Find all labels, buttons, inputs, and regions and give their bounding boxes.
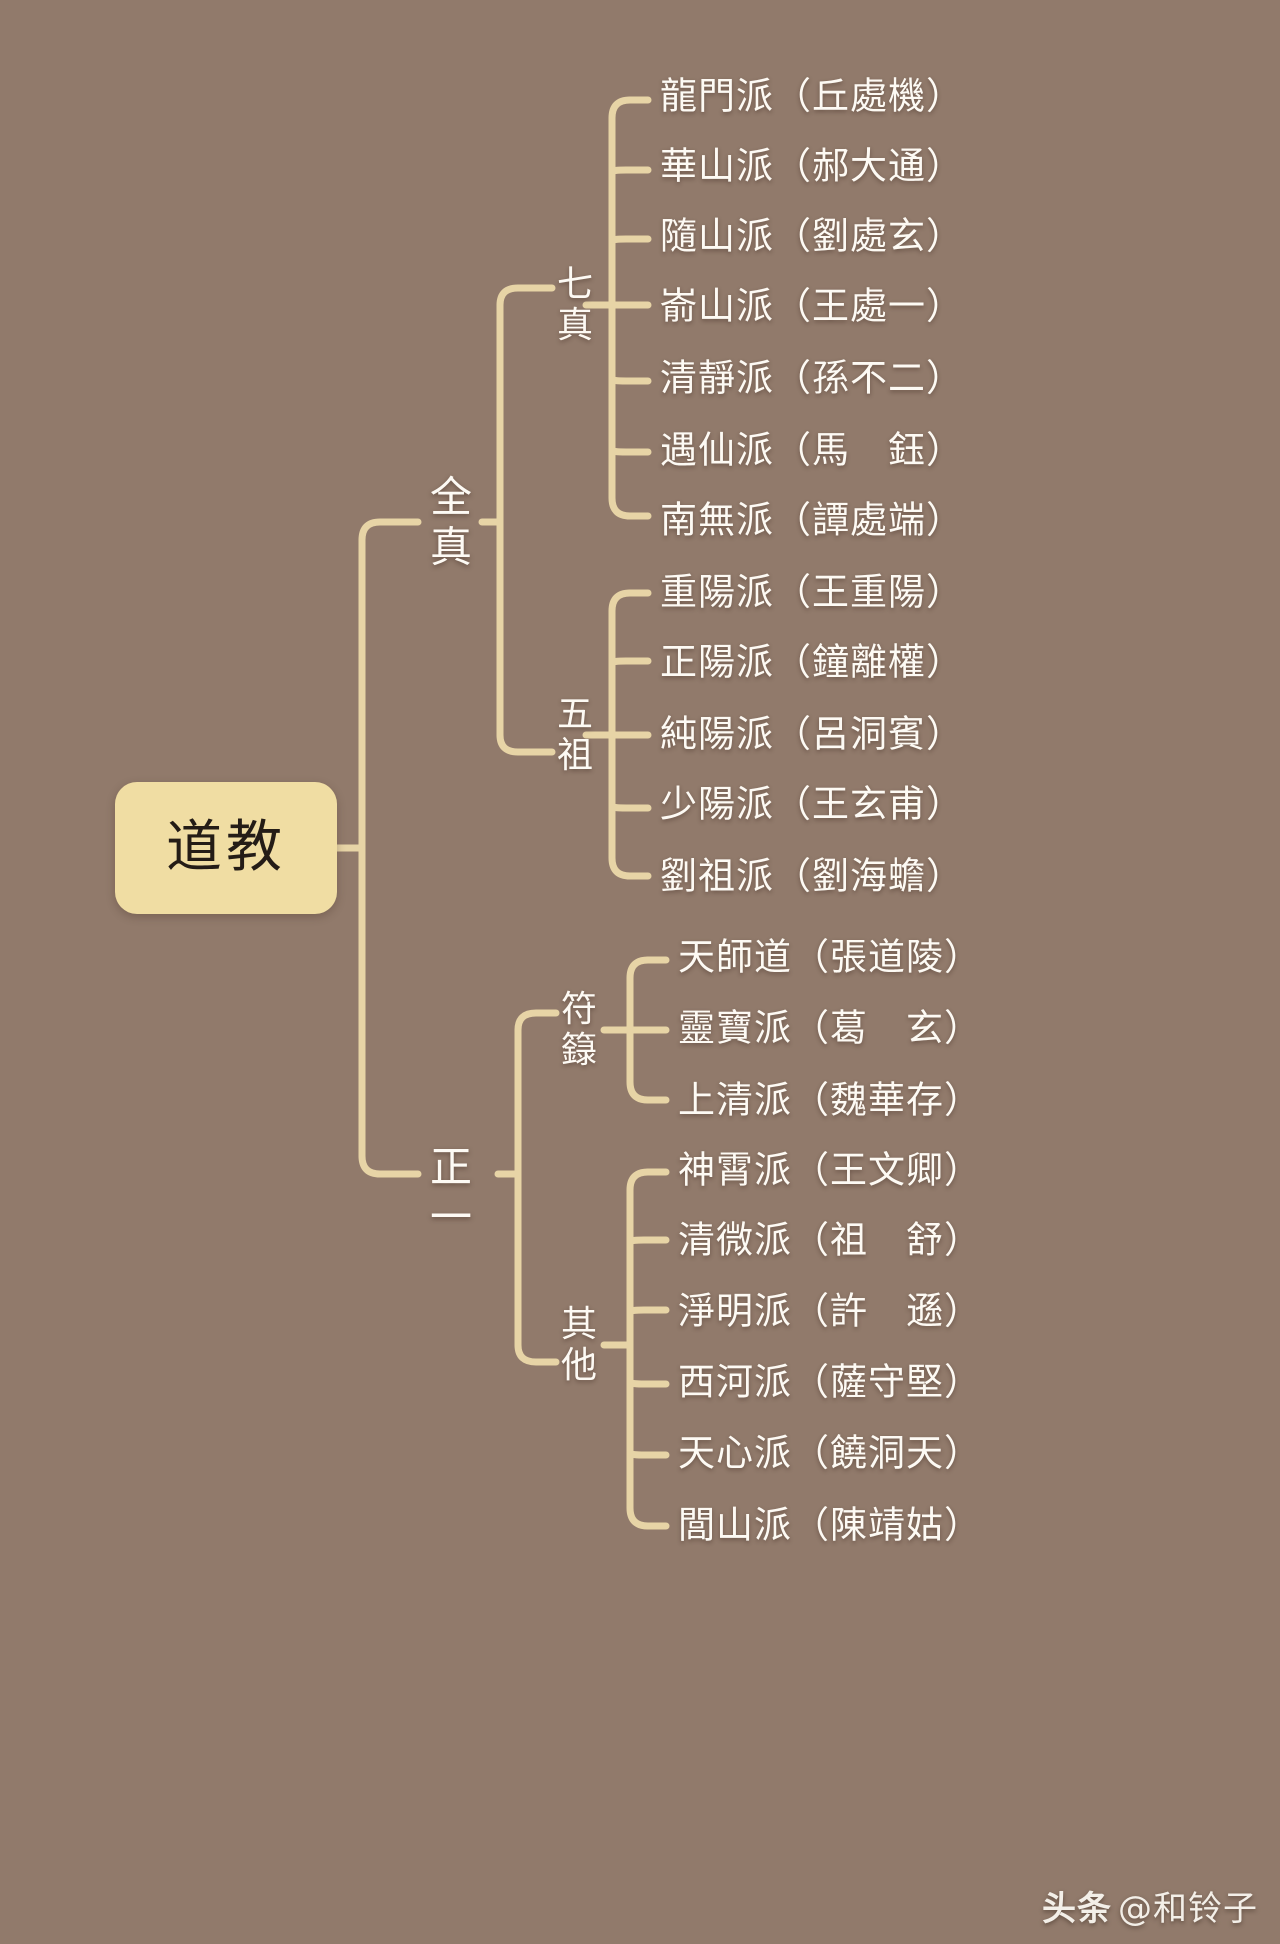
leaf-yushan[interactable]: 嵛山派（王處一） [660, 284, 964, 328]
group-label-qita[interactable]: 其他 [560, 1303, 597, 1386]
group-label-qizhen[interactable]: 七真 [556, 263, 593, 346]
leaf-zhengyang[interactable]: 正陽派（鐘離權） [660, 640, 964, 684]
leaf-qingwei[interactable]: 清微派（祖 舒） [678, 1218, 982, 1262]
leaf-longmen[interactable]: 龍門派（丘處機） [660, 74, 964, 118]
branch-label-zhengyi[interactable]: 正一 [429, 1142, 472, 1241]
group-label-wuzu[interactable]: 五祖 [556, 693, 593, 776]
leaf-chunyang[interactable]: 純陽派（呂洞賓） [660, 712, 964, 756]
leaf-jingming[interactable]: 淨明派（許 遜） [678, 1289, 982, 1333]
leaf-shaoyang[interactable]: 少陽派（王玄甫） [660, 782, 964, 826]
leaf-suishan[interactable]: 隨山派（劉處玄） [660, 214, 964, 258]
leaf-tianxin[interactable]: 天心派（饒洞天） [678, 1431, 982, 1475]
watermark-handle: @和铃子 [1118, 1889, 1258, 1929]
leaf-lvshan[interactable]: 閭山派（陳靖姑） [678, 1503, 982, 1547]
watermark: 头条 @和铃子 [1042, 1881, 1258, 1930]
watermark-badge: 头条 [1042, 1889, 1112, 1929]
root-node[interactable]: 道教 [115, 782, 337, 914]
leaf-lingbao[interactable]: 靈寶派（葛 玄） [678, 1006, 982, 1050]
root-node-label: 道教 [166, 815, 286, 880]
leaf-xihe[interactable]: 西河派（薩守堅） [678, 1360, 982, 1404]
leaf-nanwu[interactable]: 南無派（譚處端） [660, 498, 964, 542]
leaf-liuzu[interactable]: 劉祖派（劉海蟾） [660, 854, 964, 898]
leaf-qingjing[interactable]: 清靜派（孫不二） [660, 356, 964, 400]
leaf-shangqing[interactable]: 上清派（魏華存） [678, 1078, 982, 1122]
branch-label-quanzhen[interactable]: 全真 [429, 472, 472, 571]
group-label-fulu[interactable]: 符籙 [560, 988, 597, 1071]
leaf-tianshidao[interactable]: 天師道（張道陵） [678, 935, 982, 979]
leaf-shenxiao[interactable]: 神霄派（王文卿） [678, 1148, 982, 1192]
leaf-chongyang[interactable]: 重陽派（王重陽） [660, 570, 964, 614]
leaf-yuxian[interactable]: 遇仙派（馬 鈺） [660, 428, 964, 472]
leaf-huashan[interactable]: 華山派（郝大通） [660, 144, 964, 188]
